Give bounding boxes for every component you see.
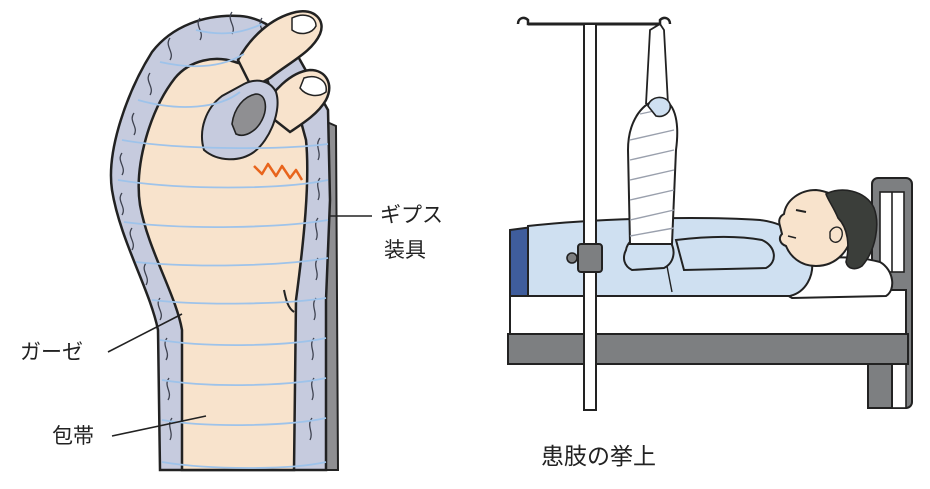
bandage-leader-line [111, 415, 207, 437]
bed-leg [867, 363, 893, 409]
gauze-leader-line [107, 313, 183, 353]
iv-pole-knob [566, 252, 578, 264]
elevated-cast [626, 98, 679, 245]
thumb-nail [291, 14, 317, 35]
patient-hair [825, 189, 878, 270]
iv-pole-clamp [577, 243, 603, 273]
sling-hand [647, 96, 672, 118]
sling-strap [645, 22, 669, 105]
palm-gauze-inner [231, 93, 267, 136]
hand-cast-figure [109, 9, 340, 472]
wrist-line [283, 289, 295, 313]
iv-pole [583, 23, 597, 411]
bed-figure [507, 16, 913, 411]
pain-mark [253, 162, 304, 181]
patient-mouth [787, 235, 797, 239]
cast-label-line1: ギプス [380, 203, 443, 227]
bed-frame [507, 333, 909, 365]
bandage-label: 包帯 [52, 424, 94, 448]
elevation-caption: 患肢の挙上 [541, 444, 656, 470]
hand-skin [137, 57, 309, 472]
patient-eye [795, 209, 807, 213]
patient-ear [829, 226, 843, 243]
gauze-label: ガーゼ [20, 340, 83, 364]
resting-arm [674, 236, 775, 272]
cast-label-line2: 装具 [384, 238, 426, 262]
index-nail [299, 76, 327, 97]
